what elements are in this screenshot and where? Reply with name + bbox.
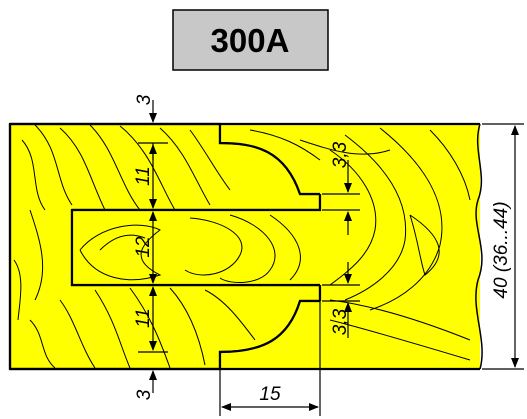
dim-bottom-offset: 3 [134, 370, 157, 400]
dim-thickness-label: 40 (36...44) [491, 201, 512, 298]
dim-lower-lip: 11 [133, 286, 168, 353]
dim-upper-lip: 11 [133, 142, 168, 209]
dim-depth: 15 [219, 301, 321, 416]
dim-top-offset-label: 3 [134, 94, 155, 105]
dim-upper-lip-label: 11 [133, 166, 154, 186]
title-box: 300A [172, 9, 329, 71]
dim-bottom-offset-label: 3 [134, 389, 155, 400]
right-board [8, 122, 483, 371]
dim-thickness: 40 (36...44) [482, 123, 524, 370]
dim-tongue: 12 [133, 211, 157, 284]
title-text: 300A [211, 22, 290, 59]
wood-grain [13, 124, 471, 369]
dim-step-upper: 3,3 [322, 141, 360, 235]
dim-step-lower-label: 3,3 [330, 308, 351, 335]
dim-step-lower: 3,3 [322, 262, 360, 338]
dim-step-upper-label: 3,3 [330, 141, 351, 168]
dim-tongue-label: 12 [133, 236, 154, 258]
title-background [172, 9, 329, 71]
dim-lower-lip-label: 11 [133, 308, 154, 328]
dim-depth-label: 15 [259, 384, 281, 405]
